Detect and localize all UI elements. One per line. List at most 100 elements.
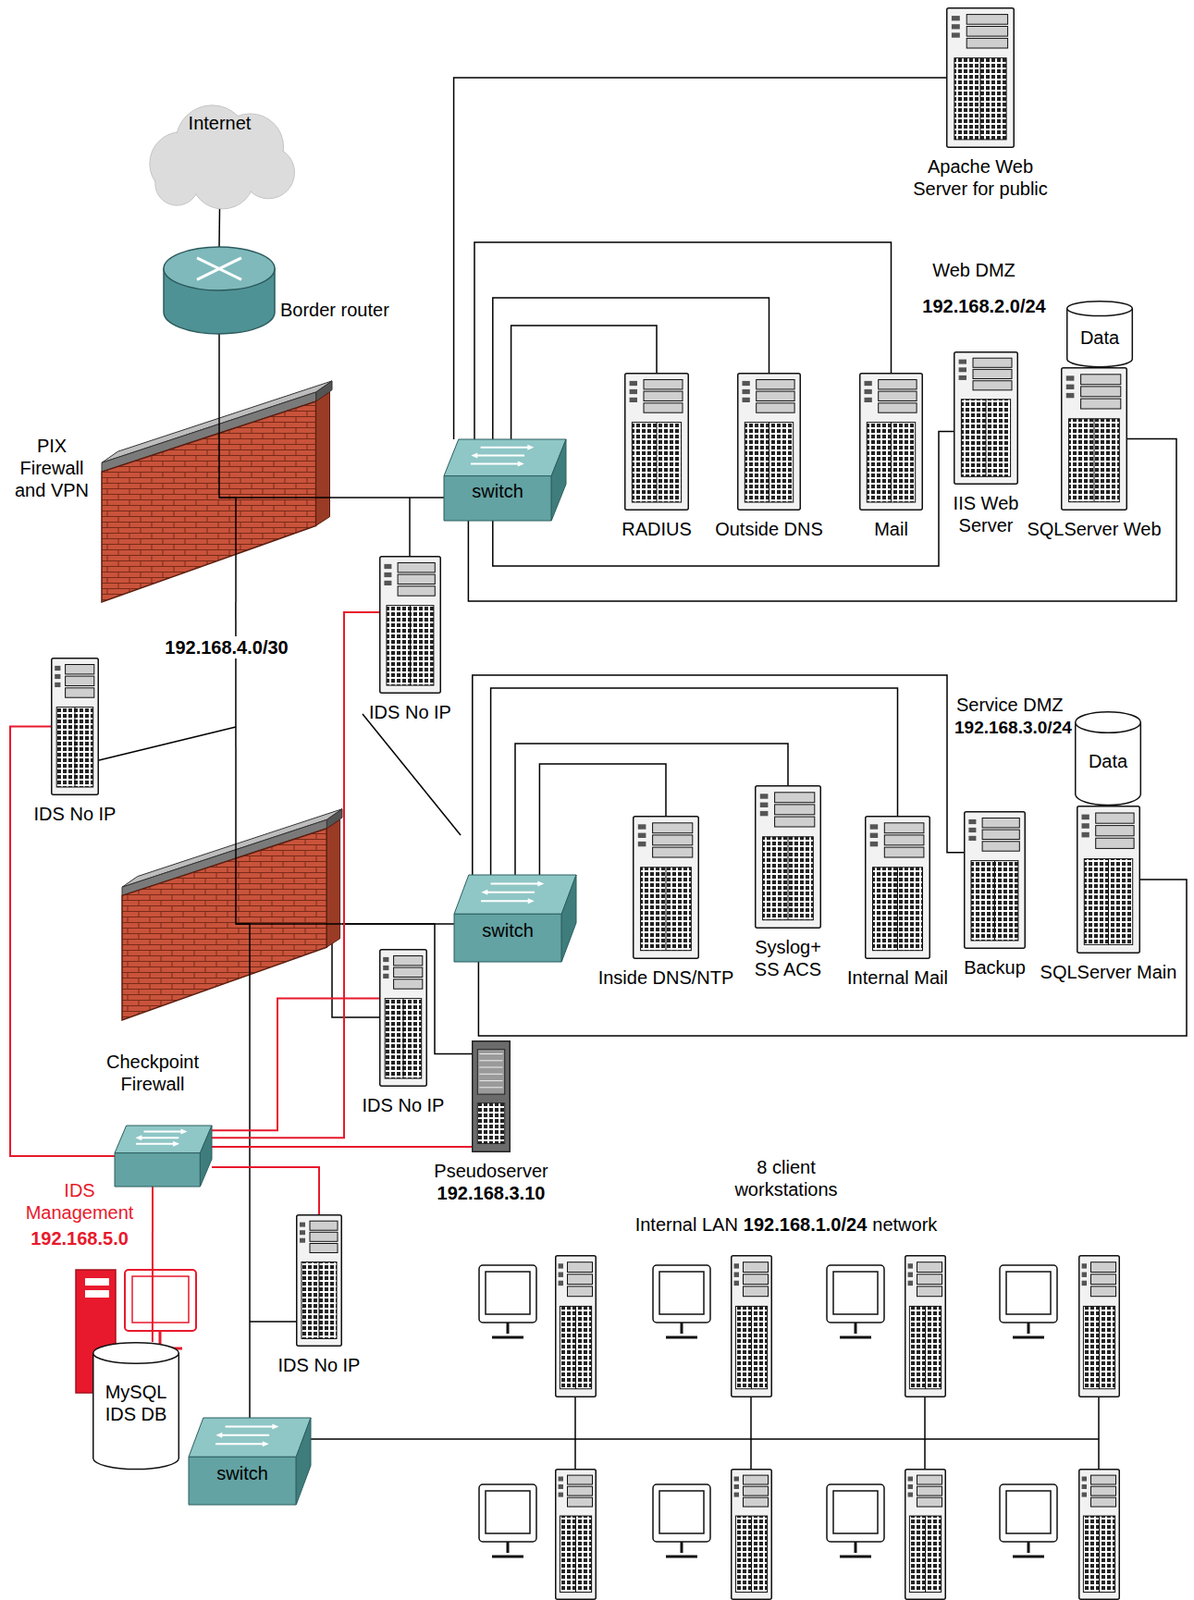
workstation-tower-part: [743, 1274, 769, 1285]
server-tower-icon-part: [884, 847, 924, 858]
network-switch-icon-part: [475, 455, 525, 457]
server-tower-icon-part: [643, 391, 683, 401]
server-tower: IDS No IP: [50, 657, 99, 796]
monitor: [826, 1484, 885, 1557]
server-tower-icon-part: [744, 422, 793, 503]
workstation-tower: [731, 1469, 773, 1600]
workstation-tower-part: [575, 1515, 577, 1592]
network-switch-icon-part: [528, 898, 535, 904]
monitor: [826, 1265, 885, 1338]
server-tower-icon-part: [1107, 859, 1109, 946]
workstation-tower-part: [908, 1484, 913, 1490]
workstation-tower-part: [743, 1475, 769, 1485]
console-monitor: [124, 1269, 197, 1331]
workstation-tower-part: [1091, 1497, 1117, 1507]
monitor-part: [652, 1484, 711, 1542]
network-switch-icon-part: [215, 1432, 222, 1439]
server-tower-icon-part: [638, 841, 647, 847]
server-tower: SQLServer Main: [1076, 805, 1141, 954]
network-switch-icon-part: [188, 1417, 311, 1457]
server-tower-icon-part: [74, 707, 76, 788]
workstation-tower-part: [734, 1280, 739, 1286]
server-tower-icon-part: [968, 827, 976, 833]
device-caption: Border router: [280, 298, 390, 321]
network-link: [234, 602, 237, 806]
router-symbol-icon: [163, 246, 275, 334]
server-tower-icon-part: [382, 965, 389, 971]
server-tower-icon-part: [760, 793, 769, 799]
router-symbol-icon-part: [196, 258, 242, 281]
device-caption: Mail: [873, 517, 909, 541]
server-tower-icon-part: [878, 403, 917, 413]
server-tower-icon-part: [309, 1220, 338, 1231]
network-switch-icon-part: [480, 446, 530, 449]
server-tower-icon-part: [775, 804, 815, 815]
rack-server-icon-part: [472, 1041, 511, 1153]
device-name: MySQL IDS DB: [97, 1380, 175, 1426]
server-tower-icon-part: [393, 956, 423, 966]
server-tower-icon-part: [968, 836, 976, 841]
device-caption: IDS No IP: [369, 701, 452, 724]
server-tower-icon-part: [756, 391, 795, 401]
rack-server: Pseudoserver192.168.3.10: [471, 1040, 511, 1153]
workstation-tower-part: [575, 1305, 577, 1389]
device-caption: Outside DNS: [714, 517, 824, 541]
server-tower-icon-part: [742, 397, 751, 403]
rack-server-icon-part: [479, 1067, 503, 1069]
network-switch-icon-part: [271, 1423, 279, 1429]
device-caption: 192.168.5.0: [30, 1227, 129, 1250]
ids-management-link: [211, 1167, 320, 1215]
server-tower-icon-part: [985, 399, 987, 478]
firewall-wall-icon: [122, 805, 343, 1021]
server-tower-icon-part: [1081, 374, 1121, 385]
workstation-tower: [905, 1255, 947, 1398]
monitor-part: [1006, 1271, 1051, 1315]
network-switch-icon-part: [517, 460, 525, 467]
internet-cloud: Internet: [143, 97, 296, 209]
device-caption: IDS No IP: [278, 1354, 361, 1377]
server-tower-icon: [864, 815, 931, 960]
network-label: 8 client workstations: [716, 1156, 856, 1201]
workstation-tower-part: [924, 1515, 926, 1592]
workstation-tower-part: [743, 1497, 769, 1507]
workstation-tower-part: [567, 1274, 593, 1285]
workstation-tower-part: [750, 1515, 752, 1592]
server-tower-icon-part: [629, 389, 638, 394]
workstation-tower-part: [1082, 1492, 1087, 1498]
workstation-tower-part: [555, 1469, 597, 1600]
monitor-part: [492, 1541, 524, 1557]
monitor-part: [1012, 1541, 1045, 1557]
network-label: network: [872, 1213, 937, 1236]
server-tower-icon-part: [787, 837, 789, 921]
server-tower-icon-part: [643, 403, 683, 413]
server-tower: RADIUS: [624, 372, 690, 511]
server-tower-icon-part: [755, 786, 822, 929]
server-tower-icon-part: [54, 682, 61, 688]
server-tower-icon-part: [951, 15, 961, 21]
network-switch-icon-part: [135, 1143, 175, 1145]
server-tower-icon-part: [982, 841, 1020, 851]
network-switch-icon-part: [181, 1129, 188, 1135]
device-caption: RADIUS: [621, 517, 692, 541]
server-tower: Apache Web Server for public: [946, 7, 1015, 148]
workstation-link: [750, 1397, 752, 1469]
stray-line: [362, 713, 461, 836]
server-tower: IDS No IP: [379, 555, 442, 694]
server-tower-icon-part: [397, 563, 435, 573]
server-tower-icon-part: [1081, 398, 1121, 409]
monitor-part: [999, 1265, 1058, 1323]
monitor-part: [659, 1490, 704, 1534]
server-tower-icon-part: [1077, 806, 1141, 954]
server-tower-icon-part: [1066, 384, 1075, 390]
rack-server-icon-part: [479, 1086, 503, 1088]
workstation-tower-part: [558, 1484, 564, 1490]
workstation-tower-part: [909, 1515, 941, 1592]
workstation-tower-part: [559, 1515, 591, 1592]
server-tower-icon-part: [383, 564, 392, 569]
server-tower-icon-part: [775, 792, 815, 803]
ids-management-link: [151, 1186, 154, 1342]
firewall-wall: Checkpoint Firewall: [122, 805, 343, 1021]
monitor: [999, 1265, 1058, 1338]
server-tower-icon-part: [643, 380, 683, 390]
workstation-tower: [1079, 1255, 1121, 1398]
